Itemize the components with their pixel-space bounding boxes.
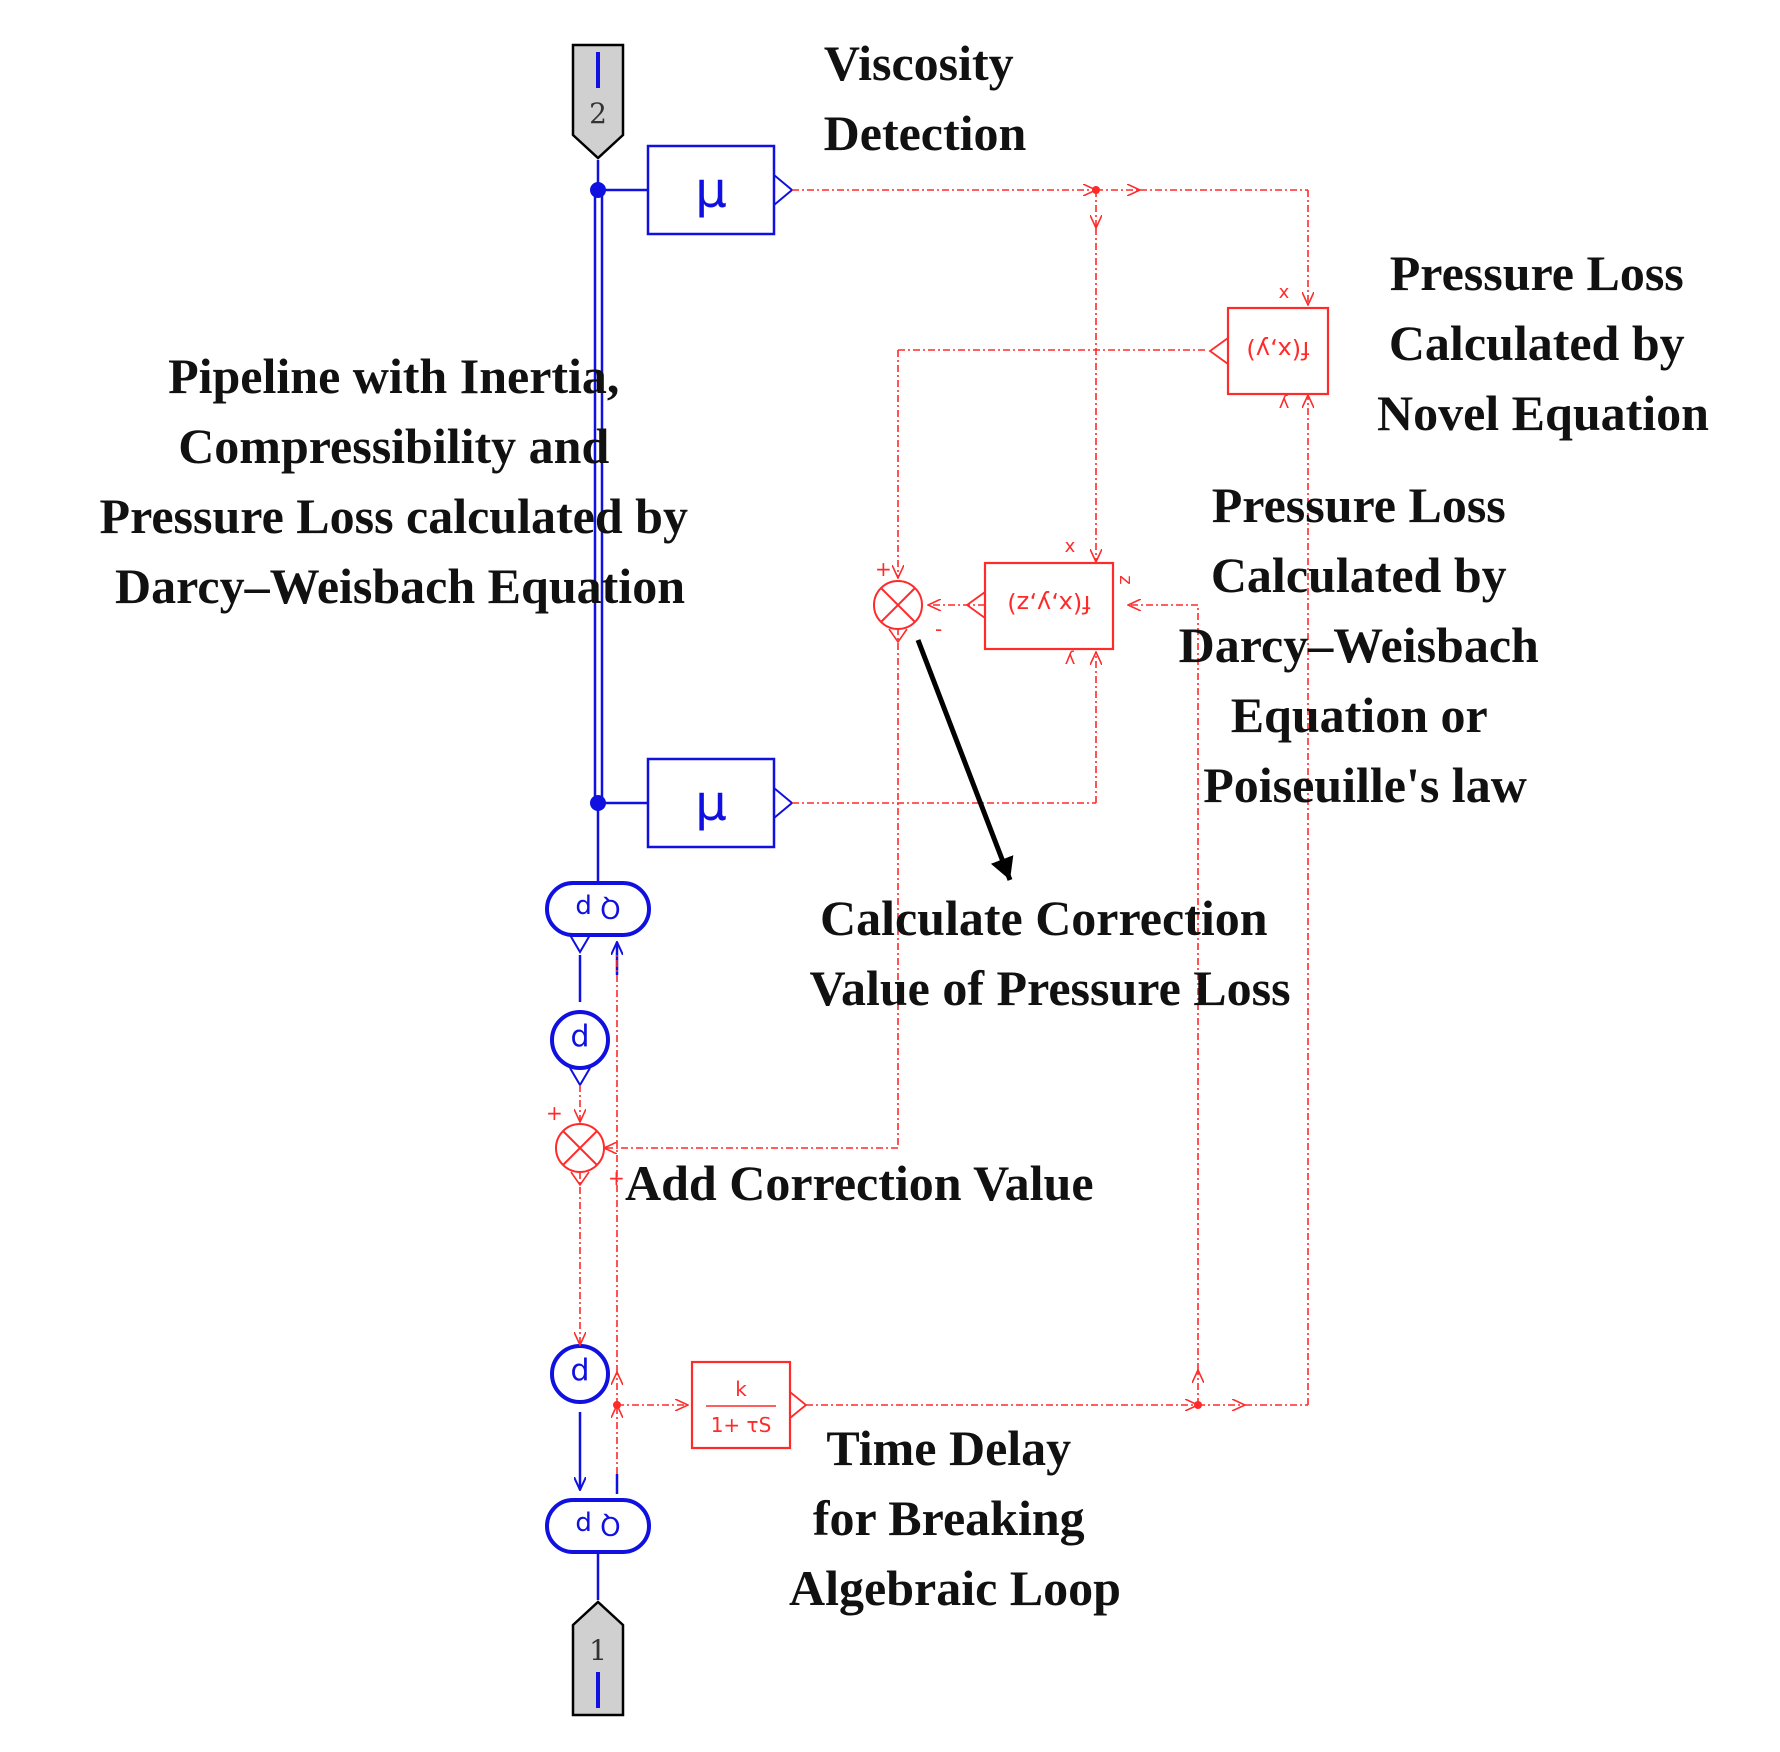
function-block-novel[interactable]: f(x,y) x y: [1208, 282, 1330, 414]
signal-split-top: [1092, 186, 1100, 194]
sensor-label: Q p: [575, 893, 620, 923]
viscosity-sensor-bottom[interactable]: μ: [646, 757, 794, 849]
hydraulic-line: [580, 160, 648, 1600]
viscosity-symbol: μ: [695, 161, 727, 219]
port-label-z: z: [1115, 575, 1136, 584]
flow-pressure-sensor-top[interactable]: Q p: [545, 881, 651, 954]
signal-lines: [580, 190, 1308, 1474]
viscosity-sensor-top[interactable]: μ: [646, 144, 794, 236]
source-label: Q p: [575, 1510, 620, 1540]
function-block-darcy[interactable]: f(x,y,z) x y z: [965, 536, 1136, 670]
junction-top: [590, 182, 606, 198]
function-label: f(x,y,z): [1007, 590, 1090, 618]
transfer-function-block[interactable]: k 1+ τS: [690, 1360, 808, 1450]
function-label: f(x,y): [1246, 336, 1309, 364]
label-pressure-loss-novel: Pressure Loss Calculated by Novel Equati…: [1377, 245, 1709, 441]
port-label-x: x: [1279, 282, 1290, 303]
tf-denominator: 1+ τS: [711, 1413, 772, 1437]
port-top[interactable]: 2: [571, 43, 625, 160]
sum-sign-plus: +: [875, 557, 892, 581]
label-correction-value: Calculate Correction Value of Pressure L…: [809, 890, 1290, 1016]
port-label-y: y: [1064, 649, 1075, 670]
port-label-y: y: [1278, 393, 1289, 414]
sensor-label: p: [570, 1022, 589, 1057]
label-pipeline: Pipeline with Inertia, Compressibility a…: [100, 348, 701, 614]
label-add-correction: Add Correction Value: [625, 1155, 1094, 1211]
sum-sign-plus: +: [546, 1101, 563, 1125]
annotation-arrow: [915, 639, 1014, 881]
pressure-source[interactable]: p: [550, 1344, 610, 1404]
source-label: p: [570, 1356, 589, 1391]
signal-split-left: [613, 1401, 621, 1409]
pressure-sensor[interactable]: p: [550, 1010, 610, 1087]
label-time-delay: Time Delay for Breaking Algebraic Loop: [789, 1420, 1121, 1616]
junction-bottom: [590, 795, 606, 811]
label-pressure-loss-darcy: Pressure Loss Calculated by Darcy–Weisba…: [1179, 477, 1552, 813]
sum-sign-minus: -: [935, 617, 942, 641]
summing-junction-correction[interactable]: + -: [873, 557, 942, 644]
sum-sign-plus: +: [608, 1166, 625, 1190]
port-top-number: 2: [589, 97, 607, 130]
port-bottom-number: 1: [589, 1634, 607, 1667]
label-viscosity-detection: Viscosity Detection: [824, 35, 1027, 161]
tf-numerator: k: [735, 1377, 747, 1401]
port-bottom[interactable]: 1: [571, 1600, 625, 1717]
port-label-x: x: [1065, 536, 1076, 557]
signal-split-right: [1194, 1401, 1202, 1409]
summing-junction-add[interactable]: + +: [546, 1101, 625, 1190]
flow-pressure-source-bottom[interactable]: Q p: [545, 1498, 651, 1554]
viscosity-symbol: μ: [695, 774, 727, 832]
